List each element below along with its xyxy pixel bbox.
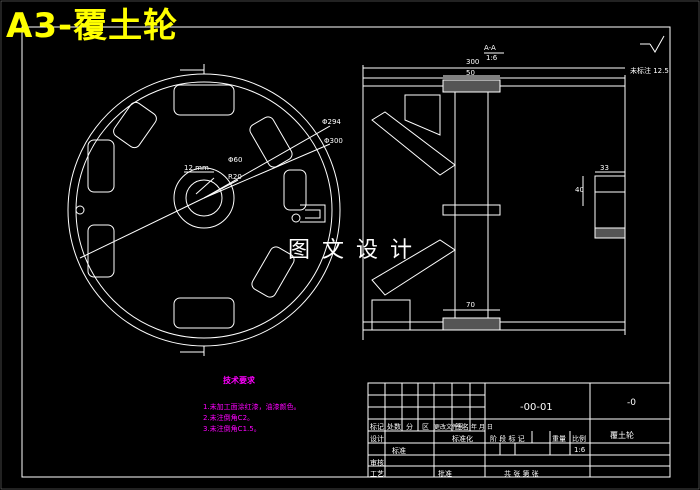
sheet-info: 共 张 第 张	[504, 470, 539, 478]
spoke	[371, 239, 456, 296]
roughness-note: 未标注 12.5	[630, 67, 669, 75]
dim-slot: 12 mm	[184, 164, 209, 172]
row-label-part: 分	[406, 423, 413, 431]
part-name: 覆土轮	[610, 431, 634, 440]
check-label: 审核	[370, 459, 384, 467]
leader-line	[195, 177, 215, 195]
drawing-number: -00-01	[520, 402, 553, 413]
scale-value: 1:6	[574, 446, 586, 454]
stage-label: 阶 段 标 记	[490, 435, 525, 443]
rim-slot	[87, 224, 115, 278]
rim-slot	[173, 84, 235, 116]
row-label-date: 年 月 日	[471, 424, 493, 431]
boss	[594, 227, 626, 239]
hub-collar	[442, 317, 501, 331]
dim-w70: 70	[466, 301, 475, 309]
tech-requirement-2: 2.未注倒角C2。	[203, 414, 255, 422]
section-body	[362, 77, 626, 331]
row-label-sign: 签名	[455, 423, 469, 431]
standardization-label: 标准化	[452, 435, 473, 443]
leader-line	[203, 179, 239, 199]
design-label: 设计	[370, 435, 384, 443]
pin-hole	[291, 213, 301, 223]
dim-d60: Φ60	[228, 156, 243, 164]
roughness-symbol	[649, 35, 665, 53]
drawing-frame	[21, 26, 671, 478]
spoke	[404, 94, 441, 136]
dim-d294: Φ294	[322, 118, 341, 126]
row-label-mark: 标记	[370, 423, 384, 431]
boss	[594, 175, 626, 193]
section-view	[362, 35, 665, 340]
tech-requirements-title: 技术要求	[223, 376, 255, 385]
tech-requirement-3: 3.未注倒角C1.5。	[203, 425, 261, 433]
hub-collar	[442, 79, 501, 93]
row-label-file: 更改文件号	[434, 424, 465, 431]
rim-slot	[283, 169, 307, 211]
section-label-name: A-A	[484, 44, 496, 52]
dim-w300: 300	[466, 58, 480, 66]
process-label: 工艺	[370, 470, 384, 478]
leader-line	[203, 125, 331, 199]
front-view	[67, 64, 341, 356]
rim-notch	[305, 209, 321, 219]
dim-d300: Φ300	[324, 137, 343, 145]
title-block-lines	[367, 382, 671, 478]
drawing-title: A3-覆土轮	[6, 6, 179, 46]
rim-slot	[87, 139, 115, 193]
dim-w33: 33	[600, 164, 609, 172]
rim-slot	[249, 116, 293, 168]
spoke	[371, 111, 456, 176]
pin-hole	[75, 205, 85, 215]
tech-requirement-1: 1.未加工面涂红漆，油漆颜色。	[203, 403, 301, 411]
scale-label: 比例	[572, 435, 586, 443]
hub-circle	[173, 167, 235, 229]
rim-slot	[173, 297, 235, 329]
dim-r20: R20	[228, 173, 242, 181]
approve-label: 批准	[438, 470, 452, 478]
leader-line	[203, 143, 331, 199]
section-label-scale: 1:6	[486, 54, 498, 62]
dim-w50: 50	[466, 69, 475, 77]
row-label-zone: 区	[422, 423, 429, 431]
row-label-count: 处数	[387, 423, 401, 431]
rim-slot	[251, 246, 295, 298]
watermark: 图文设计	[288, 238, 425, 263]
spoke	[371, 299, 411, 331]
hub-collar	[442, 204, 501, 216]
leader-line	[79, 197, 205, 259]
dim-v40: 40	[575, 186, 584, 194]
standard-label: 标准	[392, 447, 406, 455]
hub-hole	[185, 179, 223, 217]
top-right-code: -0	[627, 398, 636, 408]
rim-slot	[113, 101, 157, 149]
rim-notch	[300, 204, 326, 223]
weight-label: 重量	[552, 435, 566, 443]
